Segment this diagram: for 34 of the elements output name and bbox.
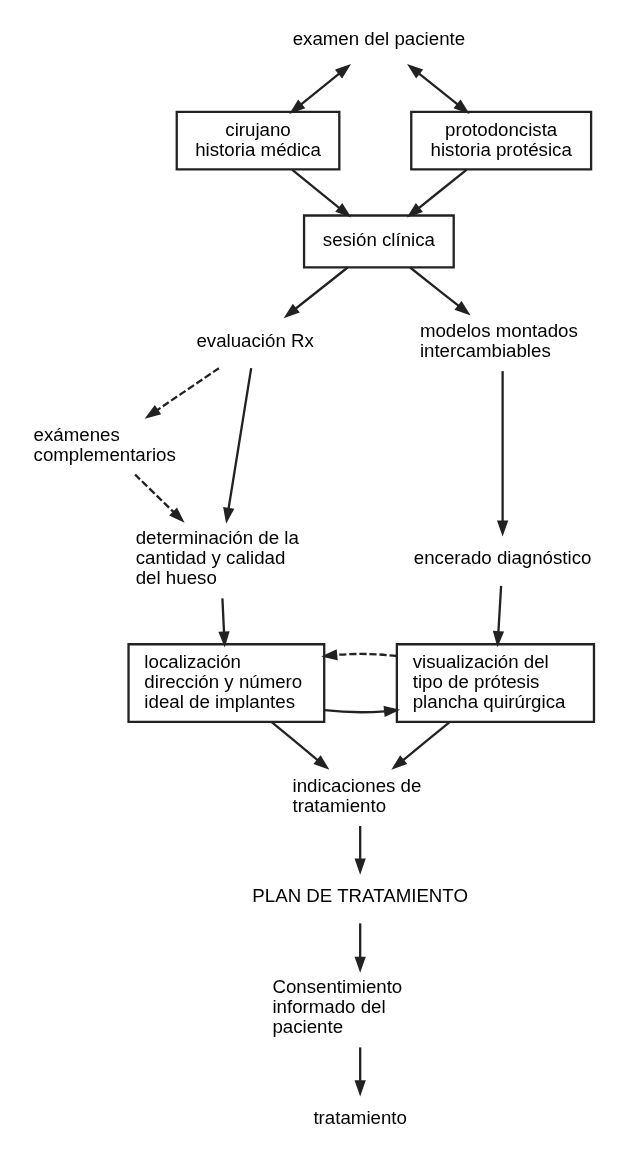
- node-text: PLAN DE TRATAMIENTO: [252, 885, 468, 907]
- arrow: [283, 266, 349, 319]
- arrow: [354, 825, 366, 875]
- node-text: Consentimiento informado del paciente: [272, 976, 403, 1038]
- arrow: [407, 63, 470, 114]
- node-text: tratamiento: [313, 1106, 407, 1128]
- arrow: [492, 585, 505, 648]
- arrow: [223, 367, 253, 524]
- node-text: exámenes complementarios: [33, 423, 176, 465]
- node-box: sesión clínica: [302, 214, 455, 269]
- arrow: [406, 169, 468, 218]
- arrow: [291, 169, 352, 218]
- node-box: cirujano historia médica: [175, 110, 341, 171]
- arrow: [409, 266, 471, 316]
- arrow: [134, 473, 185, 523]
- node-box: visualización del tipo de prótesis plancha quirúrgica: [395, 643, 596, 724]
- node-text: evaluación Rx: [196, 330, 314, 351]
- arrow: [354, 923, 366, 973]
- node-text: examen del paciente: [292, 27, 466, 49]
- arrow: [270, 721, 330, 770]
- node-box: protodoncista historia protésica: [410, 110, 593, 171]
- arrow: [496, 371, 509, 537]
- arrow: [354, 1047, 366, 1097]
- node-text: modelos montados intercambiables: [419, 319, 578, 362]
- node-text: determinación de la cantidad y calidad del hueso: [135, 527, 299, 589]
- arrow: [324, 705, 401, 717]
- arrow: [144, 367, 220, 419]
- arrow: [391, 721, 451, 770]
- node-box: localización dirección y número ideal de implantes: [127, 643, 326, 724]
- arrow: [289, 63, 352, 114]
- arrow: [321, 649, 397, 661]
- node-text: indicaciones de tratamiento: [292, 774, 422, 816]
- arrow: [218, 598, 230, 648]
- node-text: encerado diagnóstico: [413, 547, 592, 569]
